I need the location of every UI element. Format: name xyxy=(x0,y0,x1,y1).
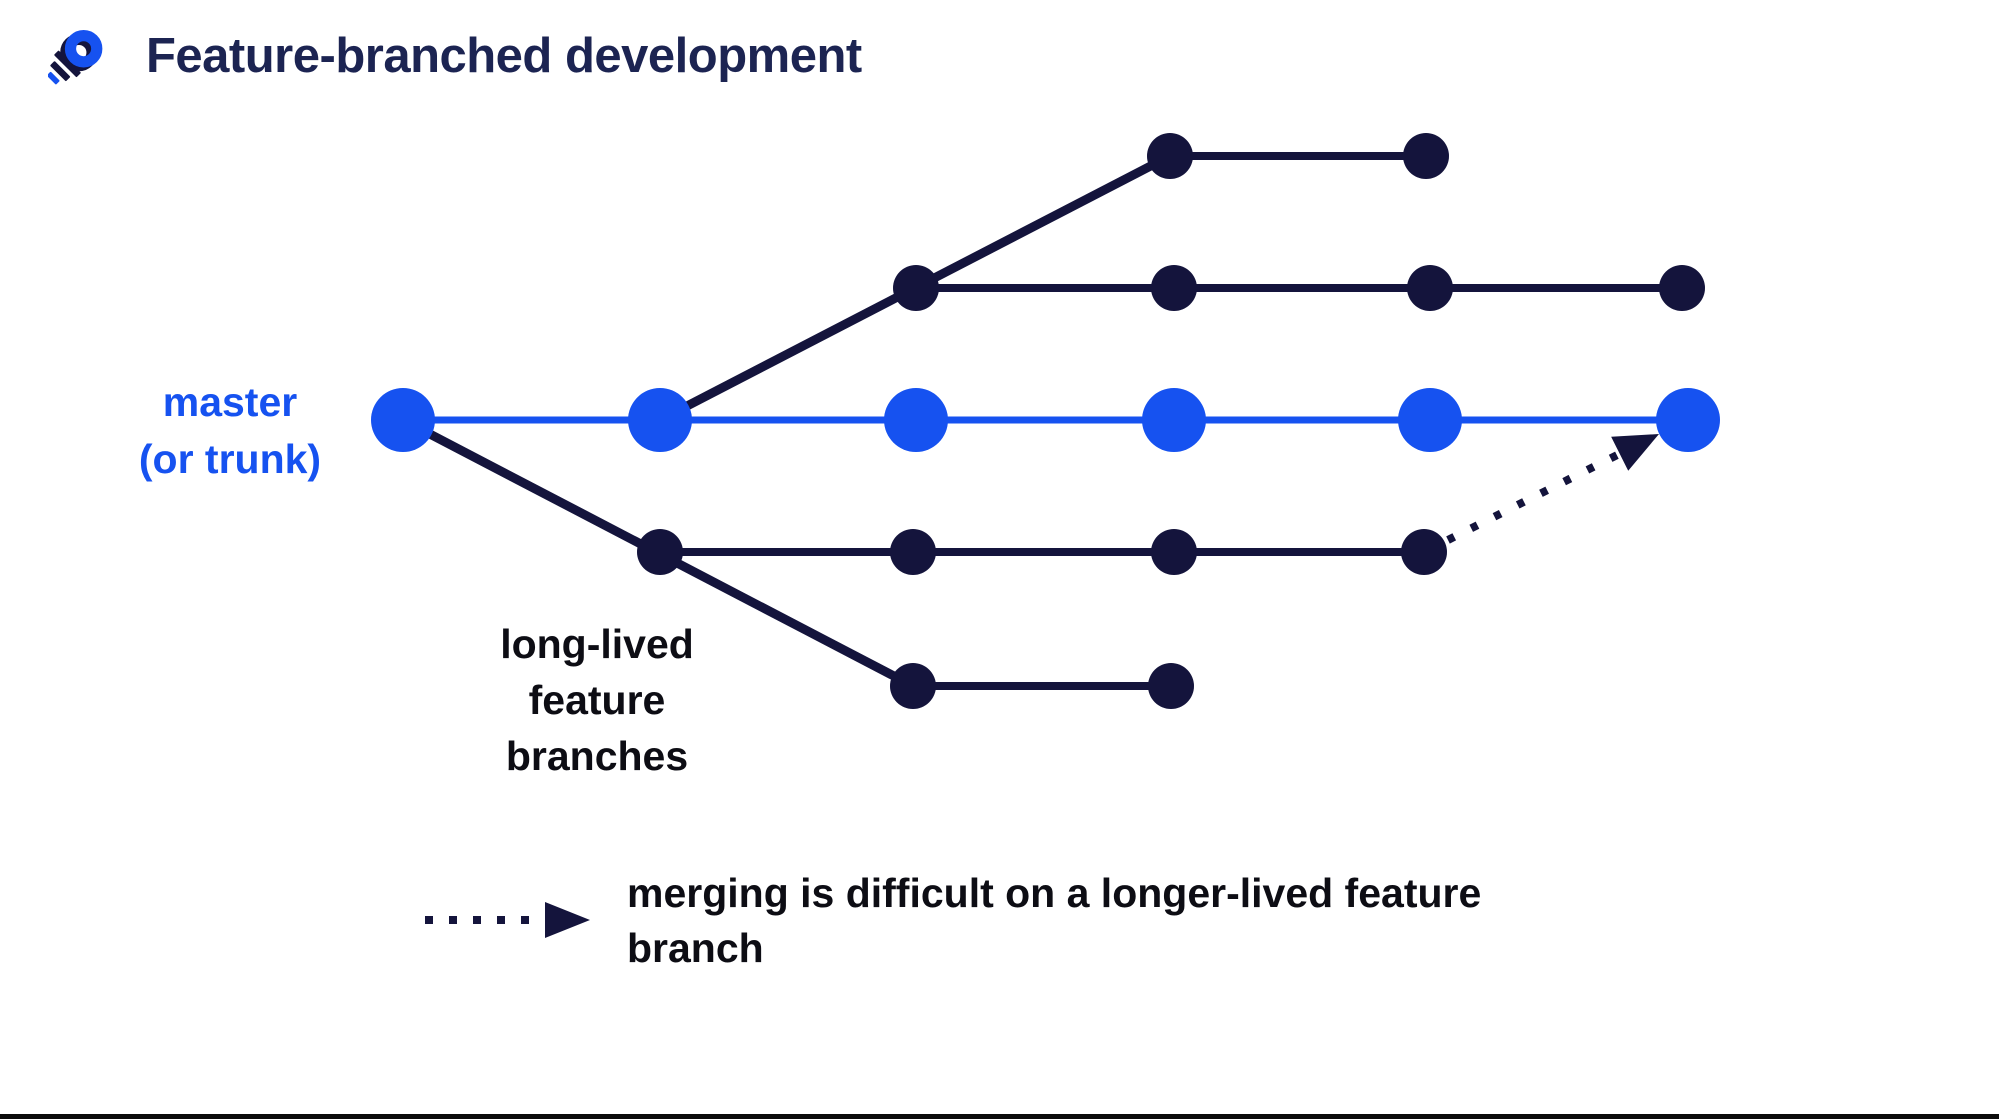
commit-node-feature-top xyxy=(1147,133,1193,179)
master-label-line1: master xyxy=(162,379,298,425)
long-lived-label-line2: feature xyxy=(528,677,666,723)
commit-node-feature-bottom xyxy=(1148,663,1194,709)
commit-node-feature-upper xyxy=(1659,265,1705,311)
legend-text: merging is difficult on a longer-lived f… xyxy=(627,866,1587,976)
commit-node-feature-upper xyxy=(1151,265,1197,311)
slide-header: Feature-branched development xyxy=(48,22,862,90)
bottom-border-line xyxy=(0,1114,1999,1119)
commit-node-feature-long-lived xyxy=(890,529,936,575)
dotted-arrow-icon xyxy=(425,902,590,938)
commit-node-master xyxy=(628,388,692,452)
commit-node-feature-long-lived xyxy=(1401,529,1447,575)
commit-node-feature-long-lived xyxy=(1151,529,1197,575)
commit-node-feature-upper xyxy=(1407,265,1453,311)
legend-text-line1: merging is difficult on a longer-lived f… xyxy=(627,870,1482,916)
legend-text-line2: branch xyxy=(627,925,764,971)
commit-node-master xyxy=(884,388,948,452)
long-lived-label-line3: branches xyxy=(505,733,689,779)
commit-node-master xyxy=(1142,388,1206,452)
long-lived-label-line1: long-lived xyxy=(500,621,694,667)
page-title: Feature-branched development xyxy=(146,29,862,83)
comet-icon xyxy=(48,29,103,85)
commit-node-master xyxy=(1656,388,1720,452)
master-label-line2: (or trunk) xyxy=(138,436,322,482)
commit-node-feature-long-lived xyxy=(637,529,683,575)
commit-node-master xyxy=(371,388,435,452)
commit-node-master xyxy=(1398,388,1462,452)
master-branch-label: master (or trunk) xyxy=(95,374,365,488)
merge-arrowhead xyxy=(1611,434,1659,471)
commit-node-feature-upper xyxy=(893,265,939,311)
commit-node-feature-top xyxy=(1403,133,1449,179)
commit-node-feature-bottom xyxy=(890,663,936,709)
merge-arrow-dotted-line xyxy=(1446,450,1622,544)
long-lived-branches-label: long-lived feature branches xyxy=(437,616,757,784)
